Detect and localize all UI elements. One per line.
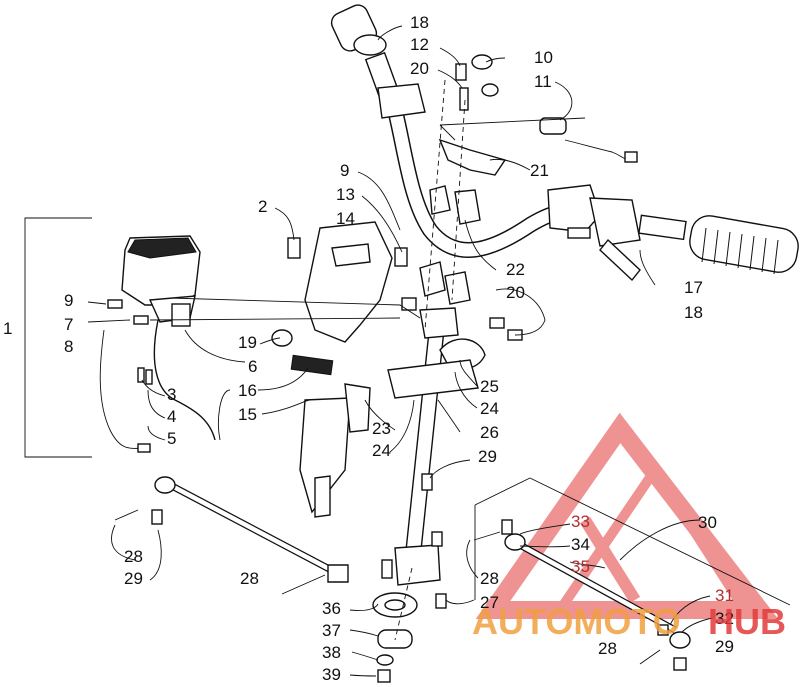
label-15: 15 [238,405,257,424]
label-3: 3 [167,385,176,404]
label-35: 35 [571,557,590,576]
label-11: 11 [534,72,552,91]
handlebar [330,4,799,282]
label-10: 10 [534,48,553,67]
label-8: 8 [64,337,73,356]
label-28-right: 28 [480,569,499,588]
label-18-right: 18 [684,303,703,322]
label-22: 22 [506,260,525,279]
label-21: 21 [530,161,549,180]
label-31: 31 [715,586,734,605]
label-18-top: 18 [410,13,429,32]
part-labels: 1 2 3 4 5 6 7 8 9 9 10 11 12 13 14 15 16… [3,13,734,684]
label-12: 12 [410,35,429,54]
lower-bearing-stack [372,592,418,683]
label-1: 1 [3,319,12,338]
label-4: 4 [167,407,176,426]
speedometer-assembly [99,235,216,453]
label-7: 7 [64,315,73,334]
label-24-low: 24 [372,441,391,460]
label-13: 13 [336,185,355,204]
label-38: 38 [322,643,341,662]
label-23: 23 [372,419,391,438]
label-33: 33 [571,512,590,531]
label-29-mid: 29 [478,447,497,466]
label-25: 25 [480,377,499,396]
label-28-mid: 28 [240,569,259,588]
label-2: 2 [258,197,267,216]
tie-rod-right [473,519,691,671]
label-19: 19 [238,333,257,352]
label-9-top: 9 [340,161,349,180]
tie-rod-left [114,476,349,595]
label-28-bottom: 28 [598,639,617,658]
label-24-mid: 24 [480,399,499,418]
label-9-left: 9 [64,291,73,310]
label-27: 27 [480,593,499,612]
watermark-brand-left: AUTOMOTO [472,601,681,642]
label-34: 34 [571,535,590,554]
label-14: 14 [336,209,355,228]
label-39: 39 [322,665,341,684]
label-26: 26 [480,423,499,442]
automotohub-watermark-logo [475,412,779,619]
label-20-top: 20 [410,59,429,78]
label-5: 5 [167,429,176,448]
label-6: 6 [248,357,257,376]
label-30: 30 [698,513,717,532]
group-1-bracket [24,217,92,458]
steering-post [381,297,523,609]
automotohub-watermark-text: AUTOMOTO HUB [472,601,786,642]
watermark-brand-right: HUB [708,601,786,642]
label-29-left: 29 [124,569,143,588]
label-20-mid: 20 [506,283,525,302]
clamp-blocks [287,54,507,305]
label-leaders [87,25,713,677]
label-16: 16 [238,381,257,400]
switch-bracket [290,354,371,518]
label-32: 32 [715,609,734,628]
label-29-right: 29 [715,637,734,656]
label-28-left: 28 [124,547,143,566]
handlebar-cover [271,221,393,347]
label-17: 17 [684,278,703,297]
label-37: 37 [322,621,341,640]
label-36: 36 [322,599,341,618]
